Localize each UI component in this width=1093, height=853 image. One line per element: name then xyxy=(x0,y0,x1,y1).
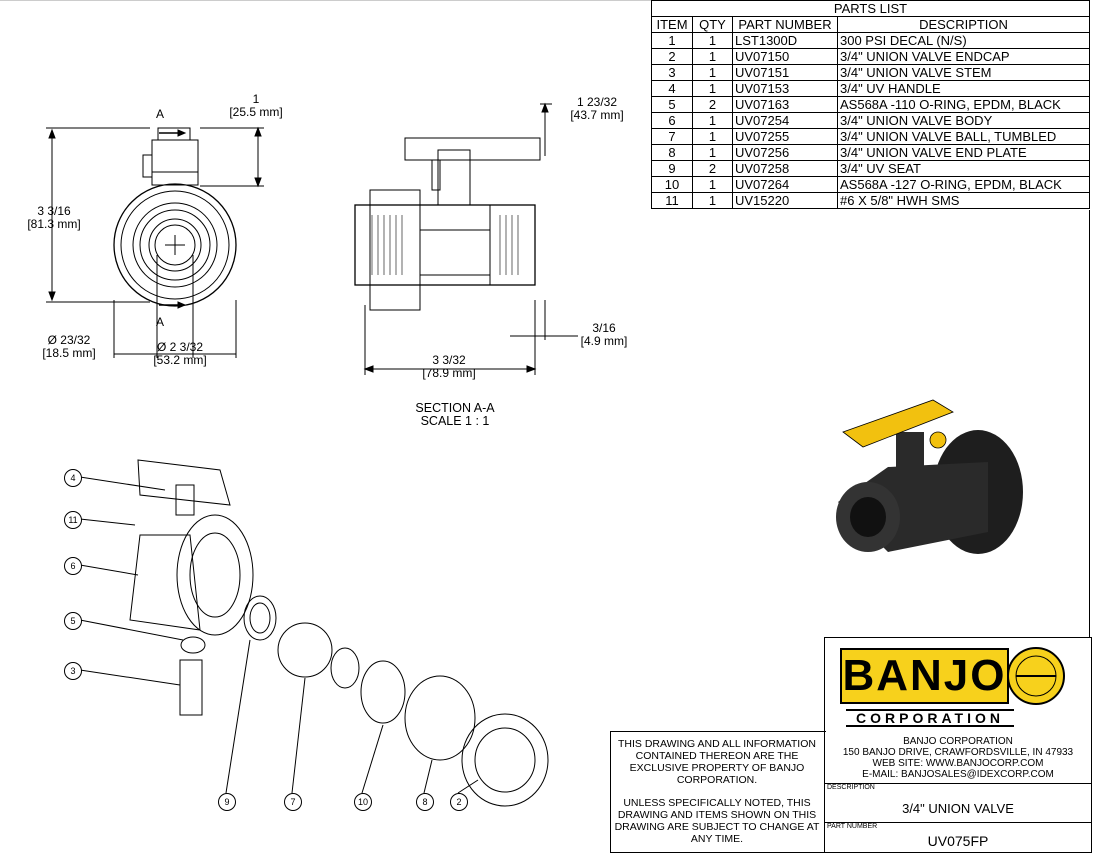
dim-od: Ø 2 3/32 [53.2 mm] xyxy=(142,341,218,367)
change-notice: UNLESS SPECIFICALLY NOTED, THIS DRAWING … xyxy=(614,797,820,845)
section-title: SECTION A-A xyxy=(415,401,495,415)
description-cell: 3/4" UV SEAT xyxy=(837,160,1090,177)
balloon-item: 5 xyxy=(64,612,82,630)
dim-value: 3/16 xyxy=(592,321,616,335)
dim-value: Ø 23/32 xyxy=(47,333,91,347)
col-description: DESCRIPTION xyxy=(837,16,1090,33)
description-cell: 300 PSI DECAL (N/S) xyxy=(837,32,1090,49)
dim-value: 1 xyxy=(252,92,260,106)
balloon-item: 9 xyxy=(218,793,236,811)
part-number-cell: UV07256 xyxy=(732,144,838,161)
item-cell: 11 xyxy=(651,192,693,209)
balloon-item: 3 xyxy=(64,662,82,680)
description-label: DESCRIPTION xyxy=(827,784,875,791)
description-cell: #6 X 5/8" HWH SMS xyxy=(837,192,1090,209)
part-number-cell: UV07151 xyxy=(732,64,838,81)
dim-value: Ø 2 3/32 xyxy=(156,340,204,354)
company-info: BANJO CORPORATION 150 BANJO DRIVE, CRAWF… xyxy=(826,736,1090,780)
company-web: WEB SITE: WWW.BANJOCORP.COM xyxy=(872,758,1044,769)
dim-mm: [43.7 mm] xyxy=(570,108,624,122)
ownership-notice: THIS DRAWING AND ALL INFORMATION CONTAIN… xyxy=(618,738,816,786)
dim-mm: [81.3 mm] xyxy=(27,217,81,231)
dim-section-height: 1 23/32 [43.7 mm] xyxy=(565,96,629,122)
section-marker-bottom: A xyxy=(155,315,164,329)
balloon-item: 8 xyxy=(416,793,434,811)
part-number-label: PART NUMBER xyxy=(827,823,878,830)
description-cell: 3/4" UNION VALVE STEM xyxy=(837,64,1090,81)
dim-mm: [25.5 mm] xyxy=(229,105,283,119)
description-cell: 3/4" UNION VALVE BODY xyxy=(837,112,1090,129)
dim-mm: [53.2 mm] xyxy=(153,353,207,367)
company-logo-sub: CORPORATION xyxy=(846,709,1014,727)
logo-gauge-icon xyxy=(1007,647,1065,705)
dim-mm: [18.5 mm] xyxy=(42,346,96,360)
valve-3d-render xyxy=(836,399,1023,554)
balloon-item: 11 xyxy=(64,511,82,529)
dim-value: 3 3/16 xyxy=(37,204,71,218)
description-cell: AS568A -110 O-RING, EPDM, BLACK xyxy=(837,96,1090,113)
section-caption: SECTION A-A SCALE 1 : 1 xyxy=(400,402,510,428)
dim-value: 1 23/32 xyxy=(576,95,618,109)
dim-height: 3 3/16 [81.3 mm] xyxy=(20,205,88,231)
description-cell: 3/4" UNION VALVE END PLATE xyxy=(837,144,1090,161)
divider xyxy=(825,783,1091,784)
divider xyxy=(825,822,1091,823)
dim-bore: Ø 23/32 [18.5 mm] xyxy=(34,334,104,360)
description-cell: AS568A -127 O-RING, EPDM, BLACK xyxy=(837,176,1090,193)
balloon-item: 6 xyxy=(64,557,82,575)
dim-mm: [78.9 mm] xyxy=(422,366,476,380)
dim-value: 3 3/32 xyxy=(432,353,466,367)
description-value: 3/4" UNION VALVE xyxy=(902,801,1014,816)
balloon-item: 10 xyxy=(354,793,372,811)
balloon-item: 4 xyxy=(64,469,82,487)
parts-list-table: PARTS LIST ITEM QTY PART NUMBER DESCRIPT… xyxy=(651,0,1090,209)
part-number-cell: UV15220 xyxy=(732,192,838,209)
part-number-value: UV075FP xyxy=(927,833,989,849)
balloon-item: 2 xyxy=(450,793,468,811)
part-number-cell: UV07258 xyxy=(732,160,838,177)
balloon-item: 7 xyxy=(284,793,302,811)
dim-section-gap: 3/16 [4.9 mm] xyxy=(574,322,634,348)
company-address: 150 BANJO DRIVE, CRAWFORDSVILLE, IN 4793… xyxy=(842,747,1074,758)
dim-section-length: 3 3/32 [78.9 mm] xyxy=(414,354,484,380)
company-name: BANJO CORPORATION xyxy=(903,736,1013,747)
company-email: E-MAIL: BANJOSALES@IDEXCORP.COM xyxy=(862,769,1054,780)
section-scale: SCALE 1 : 1 xyxy=(420,414,490,428)
company-logo: BANJO xyxy=(840,648,1009,704)
section-marker-top: A xyxy=(155,107,164,121)
dim-mm: [4.9 mm] xyxy=(580,334,628,348)
description-cell: 3/4" UNION VALVE ENDCAP xyxy=(837,48,1090,65)
dim-handle-width: 1 [25.5 mm] xyxy=(226,93,286,119)
part-number-cell: UV07153 xyxy=(732,80,838,97)
